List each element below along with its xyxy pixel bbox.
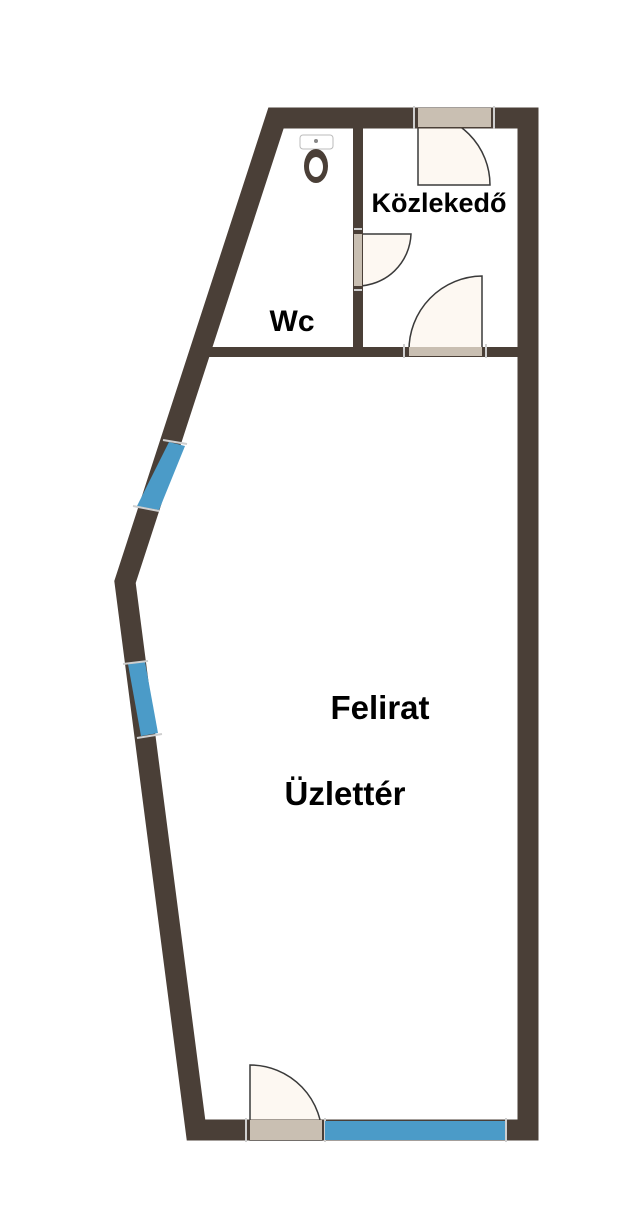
door-leaf-top xyxy=(418,108,491,127)
window-upper-left xyxy=(137,442,185,510)
room-label-wc: Wc xyxy=(270,305,315,338)
room-label-sign: Felirat xyxy=(330,689,429,726)
outer-wall xyxy=(114,107,539,1141)
room-label-corridor: Közlekedő xyxy=(371,188,506,218)
walls xyxy=(114,107,539,1141)
door-leaf-corridor-bottom xyxy=(409,347,482,356)
door-leaf-corridor-left xyxy=(354,234,362,286)
door-swings xyxy=(249,112,491,1141)
window-bottom xyxy=(325,1121,505,1140)
door-leaves xyxy=(245,106,495,1142)
door-swing-corridor-left xyxy=(356,233,412,287)
door-leaf-entrance xyxy=(250,1120,322,1140)
windows xyxy=(122,439,507,1142)
window-lower-left xyxy=(128,662,158,736)
room-label-shop: Üzlettér xyxy=(284,775,405,812)
door-swing-corridor-bottom xyxy=(408,275,483,352)
toilet-icon xyxy=(299,134,334,183)
